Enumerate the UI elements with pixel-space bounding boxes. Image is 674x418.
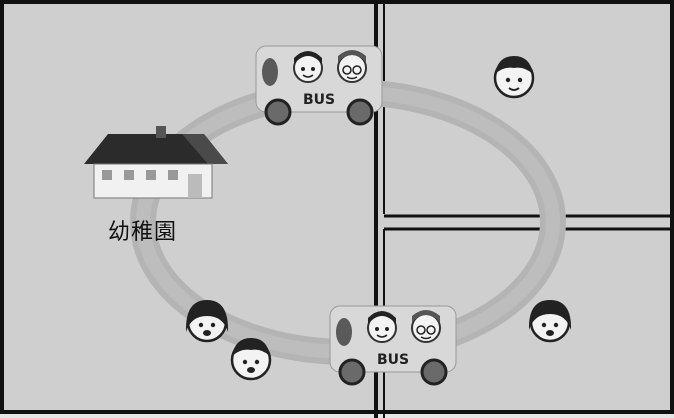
kindergarten-label: 幼稚園 bbox=[108, 220, 178, 245]
child-icon bbox=[230, 338, 272, 381]
child-icon bbox=[293, 51, 323, 83]
child-icon bbox=[411, 310, 441, 343]
child-icon bbox=[337, 50, 367, 83]
child-icon bbox=[367, 311, 397, 343]
school-bus-icon: BUS bbox=[255, 45, 383, 126]
kindergarten-building-icon bbox=[84, 126, 228, 199]
bus-label: BUS bbox=[377, 352, 409, 368]
child-icon bbox=[493, 56, 535, 99]
bus-route-diagram: BUS BUS bbox=[84, 4, 674, 418]
child-icon bbox=[185, 300, 229, 343]
child-icon bbox=[528, 300, 572, 343]
bus-label: BUS bbox=[303, 92, 335, 108]
school-bus-icon: BUS bbox=[329, 305, 457, 386]
